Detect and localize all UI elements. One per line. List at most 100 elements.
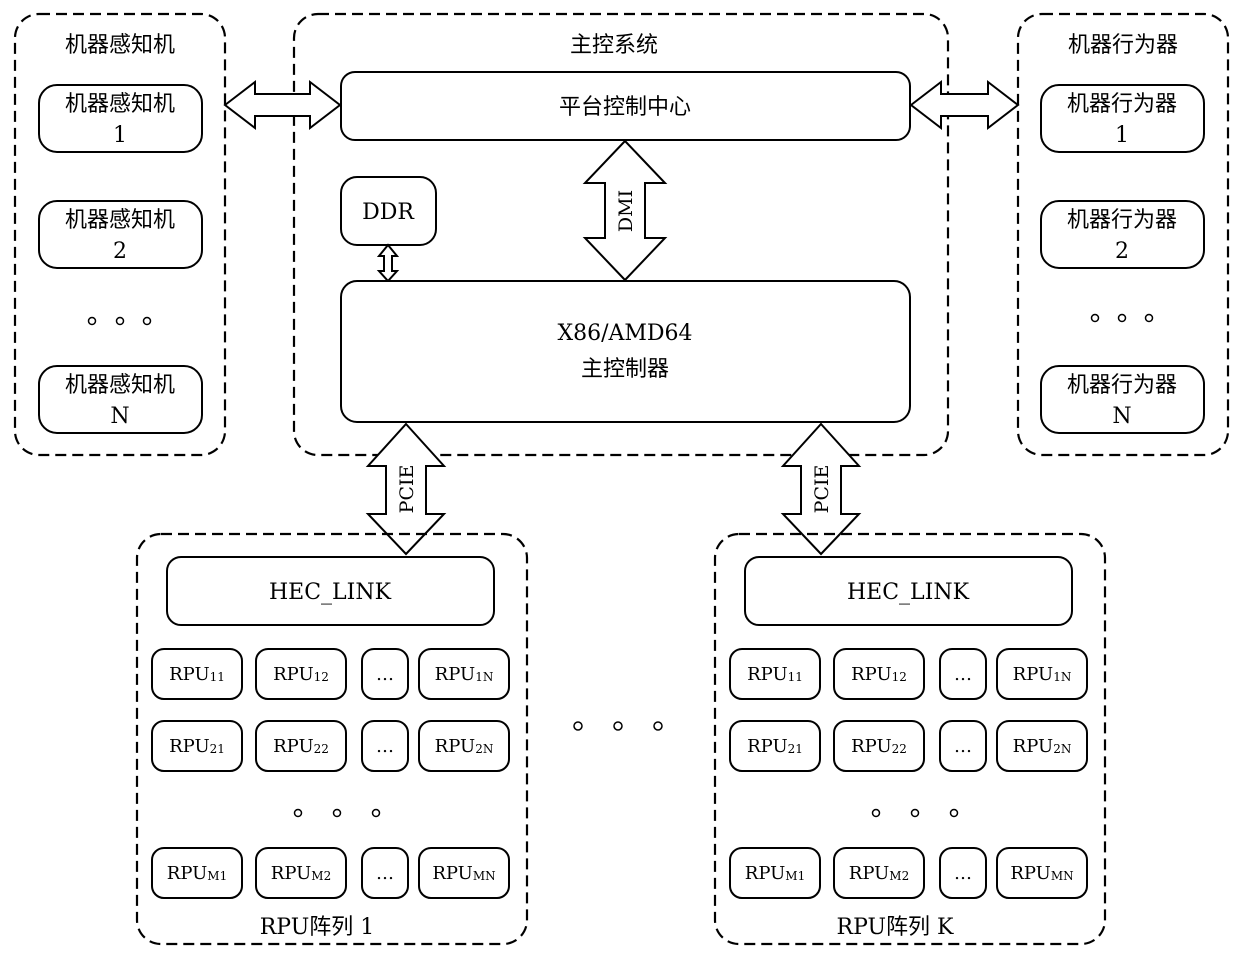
svg-text:RPU1N: RPU1N [1013, 664, 1072, 685]
svg-text:RPUM1: RPUM1 [167, 863, 227, 884]
pcie-label-1: PCIE [396, 465, 418, 514]
behavior-group [1016, 12, 1230, 457]
rpu-cell: RPU11 [151, 648, 243, 700]
rpu-rows-ellipsis [871, 808, 959, 818]
svg-text:1: 1 [1115, 123, 1129, 148]
svg-text:RPU11: RPU11 [169, 664, 225, 685]
hec-link-box: HEC_LINK [166, 556, 495, 626]
behavior-ellipsis [1090, 313, 1154, 323]
svg-text:机器行为器: 机器行为器 [1067, 373, 1177, 398]
svg-text:X86/AMD64: X86/AMD64 [557, 321, 692, 346]
hec-link-box: HEC_LINK [744, 556, 1073, 626]
rpu-rows-ellipsis [293, 808, 381, 818]
pcie-arrow-1 [365, 422, 447, 556]
pcie-label-2: PCIE [811, 465, 833, 514]
ddr-bus-arrow [376, 243, 400, 283]
rpu-cell: RPUM2 [833, 847, 925, 899]
perception-ellipsis [87, 316, 152, 326]
rpu-array-frame [135, 532, 529, 946]
rpu-cell: RPU21 [151, 720, 243, 772]
svg-text:RPU22: RPU22 [851, 736, 907, 757]
rpu-cell: RPUM1 [729, 847, 821, 899]
rpu-cell: RPU12 [833, 648, 925, 700]
svg-text:…: … [954, 664, 972, 685]
rpu-array-label: RPU阵列 1 [260, 915, 375, 940]
svg-text:…: … [376, 736, 394, 757]
svg-text:HEC_LINK: HEC_LINK [269, 580, 392, 605]
svg-text:RPU11: RPU11 [747, 664, 803, 685]
rpu-arrays-ellipsis [573, 721, 663, 731]
svg-text:…: … [376, 664, 394, 685]
rpu-array-1: HEC_LINK RPU11 RPU12 … RPU1N RPU21 RPU22 … RPU2N… [135, 532, 529, 946]
svg-text:…: … [954, 736, 972, 757]
svg-text:主控制器: 主控制器 [581, 357, 669, 382]
svg-text:RPUMN: RPUMN [1010, 863, 1073, 884]
svg-text:RPUM2: RPUM2 [271, 863, 331, 884]
main-control-title: 主控系统 [570, 33, 658, 58]
rpu-cell: RPU22 [833, 720, 925, 772]
rpu-cell: RPU2N [418, 720, 510, 772]
behavior-item-2: 机器行为器 2 [1040, 200, 1205, 269]
svg-text:RPUM2: RPUM2 [849, 863, 909, 884]
svg-text:2: 2 [113, 239, 127, 264]
rpu-cell: RPU1N [996, 648, 1088, 700]
behavior-group-title: 机器行为器 [1068, 33, 1178, 58]
main-controller: X86/AMD64 主控制器 [340, 280, 911, 423]
svg-text:RPUMN: RPUMN [432, 863, 495, 884]
main-control-group [292, 12, 950, 457]
svg-text:DDR: DDR [362, 200, 415, 225]
svg-text:…: … [954, 863, 972, 884]
svg-text:1: 1 [113, 123, 127, 148]
rpu-cell-ellipsis: … [939, 847, 987, 899]
perception-item-n: 机器感知机 N [38, 365, 203, 434]
rpu-cell-ellipsis: … [939, 648, 987, 700]
svg-text:N: N [110, 404, 129, 429]
perception-link-arrow [223, 79, 342, 131]
rpu-cell: RPU11 [729, 648, 821, 700]
rpu-cell: RPU2N [996, 720, 1088, 772]
svg-text:RPU22: RPU22 [273, 736, 329, 757]
rpu-cell: RPUMN [996, 847, 1088, 899]
rpu-arrays: HEC_LINK RPU11 RPU12 … RPU1N RPU21 RPU22 … RPU2N… [135, 532, 1107, 946]
svg-text:RPU12: RPU12 [851, 664, 907, 685]
svg-text:2: 2 [1115, 239, 1129, 264]
svg-text:机器行为器: 机器行为器 [1067, 92, 1177, 117]
pcie-arrow-2 [780, 422, 862, 556]
platform-control-center: 平台控制中心 [340, 71, 911, 141]
svg-text:RPU2N: RPU2N [435, 736, 494, 757]
ddr-box: DDR [340, 176, 437, 246]
dmi-label: DMI [615, 190, 637, 232]
rpu-cell: RPUM1 [151, 847, 243, 899]
svg-text:机器感知机: 机器感知机 [65, 208, 175, 233]
behavior-item-1: 机器行为器 1 [1040, 84, 1205, 153]
svg-text:HEC_LINK: HEC_LINK [847, 580, 970, 605]
perception-group [13, 12, 227, 457]
rpu-cell-ellipsis: … [939, 720, 987, 772]
svg-text:平台控制中心: 平台控制中心 [559, 95, 691, 120]
rpu-cell: RPU21 [729, 720, 821, 772]
svg-text:RPU12: RPU12 [273, 664, 329, 685]
rpu-cell: RPUMN [418, 847, 510, 899]
rpu-array-frame [713, 532, 1107, 946]
rpu-cell-ellipsis: … [361, 847, 409, 899]
rpu-array-2: HEC_LINK RPU11 RPU12 … RPU1N RPU21 RPU22 … RPU2N… [713, 532, 1107, 946]
svg-text:机器感知机: 机器感知机 [65, 92, 175, 117]
rpu-cell-ellipsis: … [361, 720, 409, 772]
rpu-array-label: RPU阵列 K [837, 915, 955, 940]
svg-text:RPU21: RPU21 [747, 736, 803, 757]
rpu-cell: RPU12 [255, 648, 347, 700]
rpu-cell: RPU1N [418, 648, 510, 700]
svg-text:机器行为器: 机器行为器 [1067, 208, 1177, 233]
svg-text:N: N [1112, 404, 1131, 429]
svg-text:RPU21: RPU21 [169, 736, 225, 757]
rpu-cell-ellipsis: … [361, 648, 409, 700]
svg-text:机器感知机: 机器感知机 [65, 373, 175, 398]
behavior-link-arrow [909, 79, 1020, 131]
svg-text:…: … [376, 863, 394, 884]
perception-group-title: 机器感知机 [65, 33, 175, 58]
perception-item-1: 机器感知机 1 [38, 84, 203, 153]
svg-text:RPU1N: RPU1N [435, 664, 494, 685]
perception-item-2: 机器感知机 2 [38, 200, 203, 269]
svg-text:RPU2N: RPU2N [1013, 736, 1072, 757]
